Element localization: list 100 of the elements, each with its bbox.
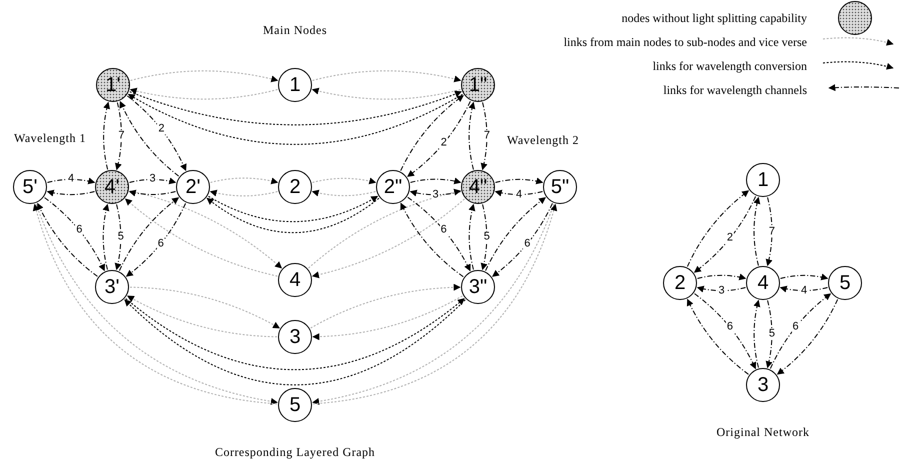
- arrow: [129, 190, 282, 269]
- shaded-node: 4": [461, 170, 495, 204]
- arrow: [694, 196, 756, 273]
- arrow: [480, 102, 488, 170]
- network-node: 3': [95, 270, 129, 304]
- shaded-node-sample: [838, 1, 872, 35]
- arrow: [696, 274, 746, 280]
- arrow: [103, 102, 110, 170]
- arrow: [210, 190, 278, 196]
- arrow: [124, 198, 278, 277]
- caption-text: Wavelength 2: [507, 132, 579, 149]
- shaded-node: 1': [96, 68, 130, 102]
- edge-label: 2: [440, 137, 448, 148]
- arrow: [468, 102, 476, 170]
- arrow: [128, 190, 176, 196]
- network-node: 1: [278, 68, 312, 102]
- network-node: 2: [663, 266, 697, 300]
- edge-label: 7: [482, 130, 491, 142]
- arrow: [114, 204, 122, 270]
- edge-label: 6: [156, 238, 165, 250]
- arrow: [410, 178, 462, 184]
- edge-label: 6: [440, 224, 448, 236]
- arrow: [44, 197, 105, 272]
- edge-label: 4: [514, 189, 524, 200]
- legend-text: links for wavelength conversion: [652, 58, 807, 75]
- arrow: [407, 196, 471, 272]
- arrow: [410, 190, 462, 196]
- arrow: [494, 178, 544, 184]
- arrow: [312, 178, 376, 184]
- arrow: [128, 178, 176, 184]
- edge-label: 4: [800, 285, 808, 296]
- network-node: 2": [376, 170, 410, 204]
- arrow: [206, 198, 380, 234]
- arrow: [129, 90, 462, 126]
- arrow: [130, 88, 278, 100]
- arrow: [780, 274, 828, 280]
- arrow: [400, 94, 464, 172]
- arrow: [766, 300, 772, 368]
- network-node: 4: [278, 263, 312, 297]
- arrow: [126, 95, 186, 172]
- arrow: [308, 188, 462, 269]
- arrow: [128, 94, 464, 145]
- arrow: [686, 190, 750, 268]
- arrow: [485, 197, 546, 272]
- network-node: 4: [746, 266, 780, 300]
- caption-text: Main Nodes: [263, 22, 327, 39]
- network-node: 2': [176, 170, 210, 204]
- arrow: [124, 299, 466, 386]
- arrow: [130, 70, 278, 82]
- network-node: 5': [13, 170, 47, 204]
- edge-label: 7: [117, 130, 126, 142]
- arrow: [494, 190, 544, 196]
- edge-label: 7: [768, 226, 776, 237]
- arrow: [407, 100, 471, 178]
- shaded-node: 4': [95, 170, 129, 204]
- arrow: [780, 286, 828, 292]
- network-node: 3": [461, 270, 495, 304]
- arrow: [754, 196, 760, 266]
- edge-label: 5: [116, 232, 125, 242]
- caption-text: Wavelength 1: [14, 130, 86, 147]
- edge-label: 2: [157, 124, 166, 135]
- network-node: 3: [278, 320, 312, 354]
- arrow: [480, 204, 488, 270]
- arrow: [125, 298, 465, 370]
- shaded-node: 1": [461, 68, 495, 102]
- arrow: [776, 298, 838, 375]
- network-node: 5": [543, 170, 577, 204]
- arrow: [102, 204, 110, 270]
- arrow: [492, 202, 553, 277]
- network-node: 5: [278, 388, 312, 422]
- arrow: [310, 284, 461, 329]
- legend-text: links for wavelength channels: [663, 82, 807, 99]
- caption-text: Corresponding Layered Graph: [214, 444, 376, 461]
- edge-label: 3: [431, 189, 440, 200]
- arrow: [312, 190, 376, 196]
- arrow: [468, 204, 476, 270]
- legend-text: links from main nodes to sub-nodes and vice verse: [564, 34, 807, 51]
- arrow: [400, 202, 464, 278]
- network-node: 3: [746, 368, 780, 402]
- arrow: [696, 286, 746, 292]
- arrow: [694, 293, 756, 370]
- arrow: [114, 102, 122, 170]
- network-node: 5: [828, 266, 862, 300]
- arrow: [312, 198, 466, 278]
- network-node: 2: [278, 170, 312, 204]
- edge-label: 2: [726, 232, 734, 244]
- arrow: [754, 300, 760, 368]
- arrow: [126, 202, 186, 277]
- arrow: [37, 202, 98, 277]
- arrow: [46, 178, 96, 184]
- arrow: [208, 196, 378, 222]
- arrow: [766, 196, 772, 266]
- edge-label: 6: [523, 238, 532, 250]
- arrow: [130, 286, 280, 329]
- network-node: 1: [746, 163, 780, 197]
- arrow: [120, 100, 180, 177]
- arrow: [770, 293, 832, 370]
- arrow: [312, 88, 462, 100]
- arrow: [46, 190, 96, 196]
- legend-text: nodes without light splitting capability: [622, 10, 807, 27]
